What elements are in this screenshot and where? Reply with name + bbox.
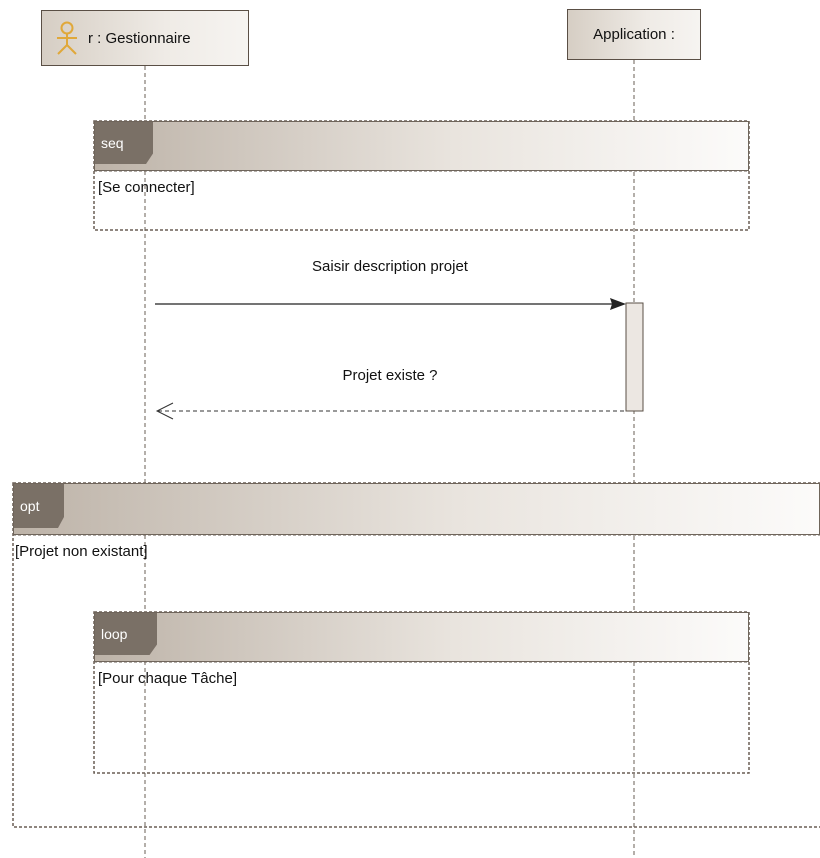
lifeline-gestionnaire-head[interactable]: r : Gestionnaire xyxy=(41,10,249,66)
lifeline-application-head[interactable]: Application : xyxy=(567,9,701,60)
opt-frame-header xyxy=(13,483,820,535)
loop-guard: [Pour chaque Tâche] xyxy=(98,670,237,687)
message-label-projet-existe: Projet existe ? xyxy=(342,367,438,384)
loop-operator-label: loop xyxy=(101,626,128,642)
opt-operator-tab[interactable]: opt xyxy=(14,484,64,528)
opt-guard: [Projet non existant] xyxy=(15,543,148,560)
loop-operator-tab[interactable]: loop xyxy=(95,613,157,655)
seq-operator-tab[interactable]: seq xyxy=(95,122,153,164)
opt-operator-label: opt xyxy=(20,498,40,514)
actor-icon xyxy=(57,21,77,55)
seq-frame-header xyxy=(94,121,749,171)
message-arrowhead-filled xyxy=(610,298,626,310)
seq-guard: [Se connecter] xyxy=(98,179,195,196)
lifeline-application-label: Application : xyxy=(593,26,675,43)
message-label-saisir: Saisir description projet xyxy=(312,258,468,275)
lifeline-gestionnaire-label: r : Gestionnaire xyxy=(88,29,191,47)
loop-frame-header xyxy=(94,612,749,662)
seq-operator-label: seq xyxy=(101,135,124,151)
activation-bar xyxy=(625,302,644,412)
message-arrowhead-open xyxy=(155,402,174,420)
